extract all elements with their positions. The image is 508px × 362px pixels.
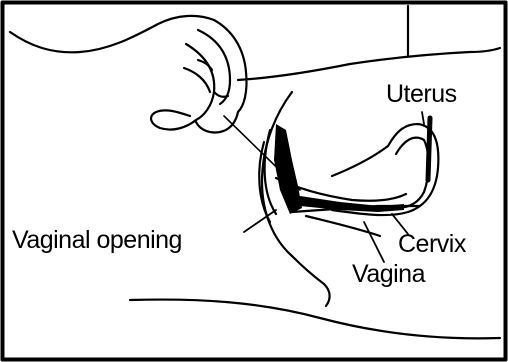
- label-vaginal-opening: Vaginal opening: [12, 228, 182, 253]
- label-vagina: Vagina: [352, 262, 425, 287]
- label-cervix: Cervix: [398, 232, 466, 257]
- uterus-inner: [396, 138, 429, 208]
- perineum-contour: [292, 256, 330, 306]
- applicator-filled: [274, 124, 302, 214]
- finger-lower: [186, 44, 214, 120]
- hand-back: [10, 16, 214, 52]
- body-upper-contour: [238, 48, 500, 80]
- uterus-outer: [332, 124, 438, 215]
- label-uterus: Uterus: [386, 82, 457, 107]
- fingertip: [151, 110, 196, 129]
- lower-leg-contour: [130, 300, 500, 339]
- leader-uterus: [422, 112, 424, 124]
- hand-drawing: [10, 16, 247, 133]
- knuckle-crease: [184, 68, 210, 92]
- leader-vagina: [364, 222, 384, 262]
- finger-upper: [214, 20, 247, 112]
- labia-inner: [265, 130, 276, 214]
- body-drawing: [130, 6, 500, 338]
- uterus-cavity: [428, 118, 430, 180]
- fingernail: [214, 92, 228, 97]
